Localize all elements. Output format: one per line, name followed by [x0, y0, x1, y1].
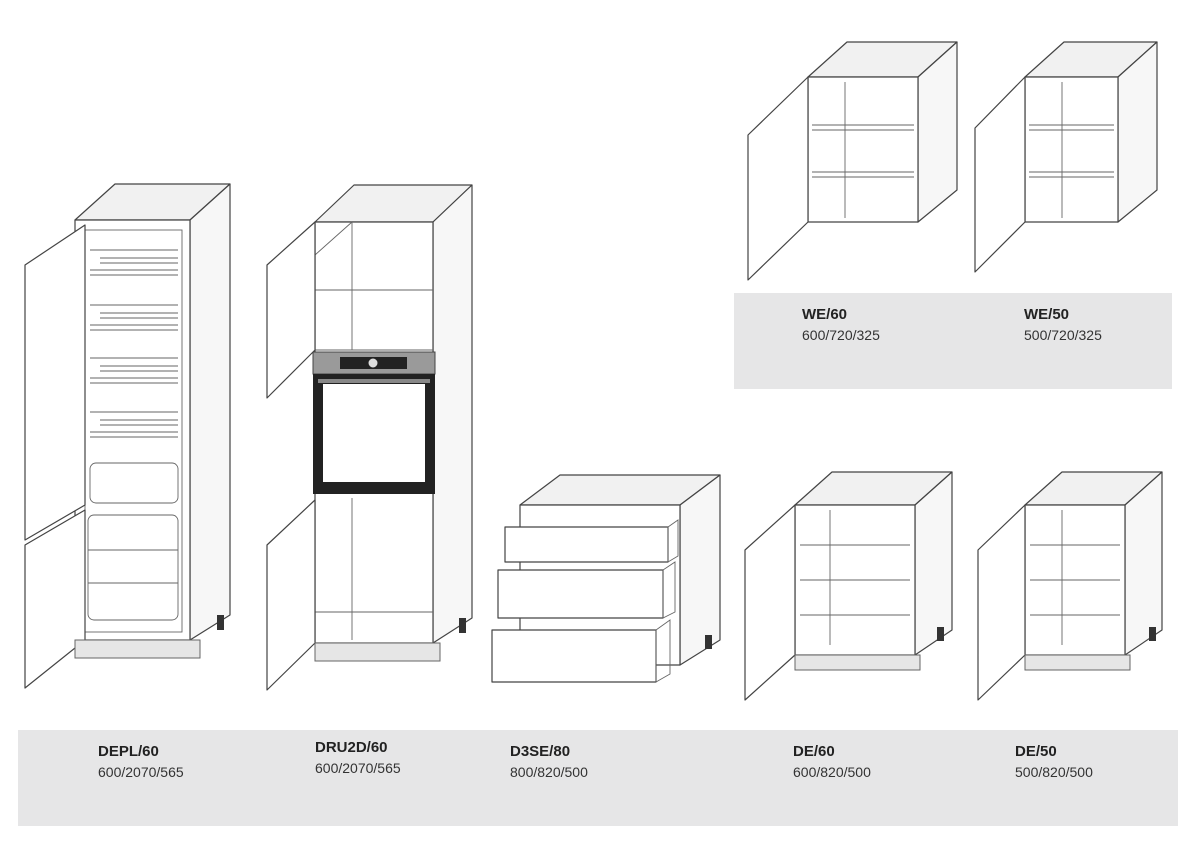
cabinet-code: DE/60 [793, 743, 835, 760]
base-cabinets-label-band [18, 730, 1178, 826]
cabinet-depl-60-drawing [24, 183, 231, 689]
cabinet-label-we-50: WE/50 500/720/325 [1024, 307, 1102, 342]
cabinet-label-dru2d-60: DRU2D/60 600/2070/565 [315, 740, 401, 775]
cabinet-code: D3SE/80 [510, 743, 571, 760]
cabinet-code: DE/50 [1015, 743, 1057, 760]
cabinet-dimensions: 600/2070/565 [315, 760, 401, 776]
cabinet-d3se-80-drawing [491, 474, 721, 683]
cabinet-dimensions: 800/820/500 [510, 764, 588, 780]
cabinet-dimensions: 500/720/325 [1024, 327, 1102, 343]
cabinet-dru2d-60-drawing [266, 184, 473, 691]
wall-cabinets-label-band [734, 293, 1172, 389]
cabinet-label-depl-60: DEPL/60 600/2070/565 [98, 744, 184, 779]
cabinet-label-d3se-80: D3SE/80 800/820/500 [510, 744, 588, 779]
cabinet-dimensions: 500/820/500 [1015, 764, 1093, 780]
cabinet-code: WE/50 [1024, 306, 1070, 323]
cabinet-label-de-50: DE/50 500/820/500 [1015, 744, 1093, 779]
cabinet-de-60-drawing [744, 471, 953, 701]
cabinet-dimensions: 600/720/325 [802, 327, 880, 343]
cabinet-label-we-60: WE/60 600/720/325 [802, 307, 880, 342]
cabinet-dimensions: 600/2070/565 [98, 764, 184, 780]
cabinet-de-50-drawing [977, 471, 1163, 701]
cabinet-we-60-drawing [747, 41, 958, 281]
cabinet-code: DRU2D/60 [315, 739, 388, 756]
cabinet-we-50-drawing [974, 41, 1158, 273]
cabinet-dimensions: 600/820/500 [793, 764, 871, 780]
cabinet-label-de-60: DE/60 600/820/500 [793, 744, 871, 779]
cabinet-code: WE/60 [802, 306, 848, 323]
cabinet-code: DEPL/60 [98, 743, 159, 760]
